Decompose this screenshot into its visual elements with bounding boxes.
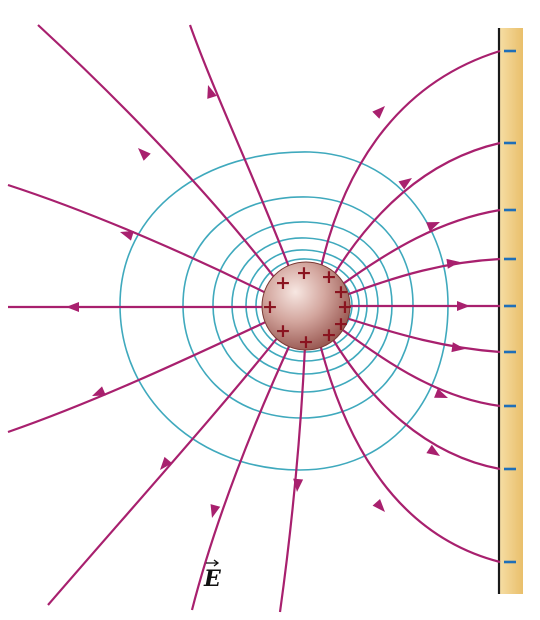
equipotential-line (212, 221, 393, 393)
arrowhead (426, 222, 440, 232)
arrowhead (160, 456, 173, 470)
field-vector-label: E (203, 559, 222, 592)
arrowhead (293, 478, 304, 492)
plus-sign: + (298, 331, 314, 353)
plus-sign: + (333, 281, 349, 303)
arrowhead (434, 388, 448, 398)
charged-plate (497, 28, 523, 594)
arrowhead (426, 444, 440, 456)
arrowhead (120, 231, 134, 241)
field-line (345, 257, 501, 297)
plus-sign: + (275, 272, 291, 294)
equipotential-line (119, 151, 449, 471)
arrowhead (398, 178, 412, 190)
field-line (47, 331, 283, 606)
plus-sign: + (337, 296, 353, 318)
field-label-text: E (203, 566, 222, 592)
plus-sign: + (296, 262, 312, 284)
field-line (188, 24, 294, 276)
plus-sign: + (333, 313, 349, 335)
arrowhead (451, 342, 465, 353)
field-line (331, 141, 501, 279)
equipotential-line (231, 237, 379, 375)
field-line (318, 49, 501, 273)
field-line (7, 183, 271, 296)
plus-sign: + (321, 266, 337, 288)
field-line (190, 339, 293, 611)
field-line (37, 24, 281, 286)
plus-sign: + (321, 324, 337, 346)
arrowhead (446, 258, 460, 269)
arrowhead (210, 504, 221, 518)
arrowhead (372, 498, 385, 512)
charged-sphere: + + + + + + + + + + (261, 261, 353, 353)
plus-sign: + (262, 296, 278, 318)
field-line (345, 316, 501, 354)
plus-sign: + (275, 320, 291, 342)
sphere-body (261, 261, 351, 351)
arrowhead (207, 85, 217, 99)
field-line (339, 208, 501, 287)
field-line (339, 327, 501, 408)
arrowhead (372, 106, 385, 119)
arrowhead (66, 302, 79, 312)
field-line (318, 343, 501, 564)
field-line-arrows (66, 85, 470, 518)
vector-arrow-icon (206, 559, 220, 567)
field-lines (7, 24, 501, 613)
arrowhead (92, 386, 106, 396)
plate-body (499, 28, 523, 594)
field-line (278, 345, 307, 613)
field-line (331, 337, 501, 471)
field-line (7, 319, 271, 434)
arrowhead (457, 301, 470, 311)
arrowhead (138, 148, 151, 161)
equipotential-line (182, 196, 414, 419)
